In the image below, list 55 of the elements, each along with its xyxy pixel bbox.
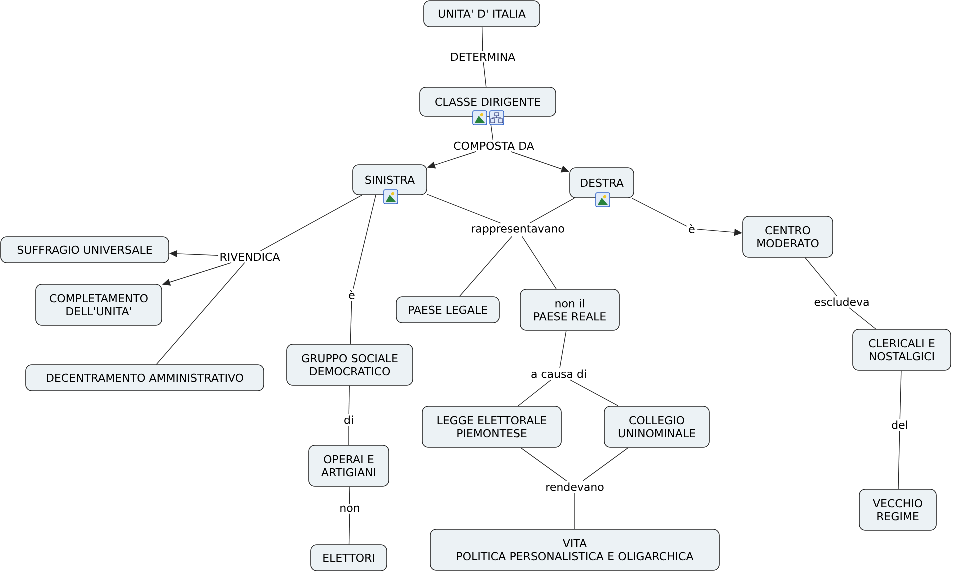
concept-box: DECENTRAMENTO AMMINISTRATIVO bbox=[26, 364, 264, 392]
linking-phrase: è bbox=[687, 223, 697, 235]
concept-box: ELETTORI bbox=[310, 544, 388, 572]
linking-phrase: rendevano bbox=[544, 481, 606, 493]
concept-box: CENTRO MODERATO bbox=[742, 216, 834, 258]
concept-box: COMPLETAMENTO DELL'UNITA' bbox=[36, 284, 162, 326]
connector-line bbox=[520, 448, 568, 482]
concept-box: PAESE LEGALE bbox=[396, 296, 500, 324]
connector-line bbox=[898, 430, 900, 490]
connector-line bbox=[349, 486, 350, 504]
connector-line bbox=[482, 27, 484, 52]
connector-line bbox=[518, 380, 552, 406]
linking-phrase: è bbox=[347, 289, 357, 301]
connector-line bbox=[348, 426, 350, 446]
connector-line bbox=[350, 300, 352, 344]
connector-line bbox=[483, 62, 487, 88]
concept-box: CLASSE DIRIGENTE bbox=[420, 87, 556, 117]
concept-box: UNITA' D' ITALIA bbox=[424, 0, 540, 28]
linking-phrase: a causa di bbox=[530, 368, 588, 380]
connector-line bbox=[427, 194, 502, 224]
connector-line bbox=[849, 308, 876, 330]
linking-phrase: di bbox=[342, 414, 356, 426]
connector-line bbox=[632, 198, 688, 227]
linking-phrase: RIVENDICA bbox=[218, 251, 282, 263]
connector-line bbox=[353, 195, 376, 290]
linking-phrase: DETERMINA bbox=[448, 52, 518, 62]
concept-box: VITA POLITICA PERSONALISTICA E OLIGARCHICA bbox=[430, 529, 720, 571]
connector-line bbox=[560, 330, 567, 368]
linking-phrase: escludeva bbox=[812, 296, 872, 308]
connector-line bbox=[260, 195, 362, 252]
connector-line bbox=[805, 258, 838, 296]
concept-box: CLERICALI E NOSTALGICI bbox=[852, 329, 952, 371]
concept-box: DESTRA bbox=[570, 168, 634, 198]
connector-line bbox=[348, 514, 350, 545]
connector-line bbox=[574, 492, 576, 530]
linking-phrase: del bbox=[890, 419, 910, 431]
concept-box: OPERAI E ARTIGIANI bbox=[308, 445, 390, 487]
concept-box: COLLEGIO UNINOMINALE bbox=[604, 406, 710, 448]
connector-line bbox=[156, 262, 246, 365]
concept-box: SINISTRA bbox=[352, 164, 428, 196]
concept-box: VECCHIO REGIME bbox=[859, 489, 937, 531]
linking-phrase: non bbox=[338, 504, 362, 514]
connector-line bbox=[570, 380, 619, 406]
concept-box: SUFFRAGIO UNIVERSALE bbox=[0, 236, 170, 264]
concept-box: GRUPPO SOCIALE DEMOCRATICO bbox=[286, 344, 414, 386]
connector-line bbox=[530, 198, 575, 224]
connector-line bbox=[582, 448, 629, 482]
concept-box: non il PAESE REALE bbox=[520, 289, 620, 331]
linking-phrase: rappresentavano bbox=[470, 224, 566, 236]
connector-line bbox=[900, 370, 902, 420]
connector-line bbox=[348, 386, 350, 414]
connector-line bbox=[459, 236, 512, 297]
linking-phrase: COMPOSTA DA bbox=[452, 140, 536, 152]
connector-line bbox=[522, 236, 557, 290]
concept-box: LEGGE ELETTORALE PIEMONTESE bbox=[422, 406, 562, 448]
